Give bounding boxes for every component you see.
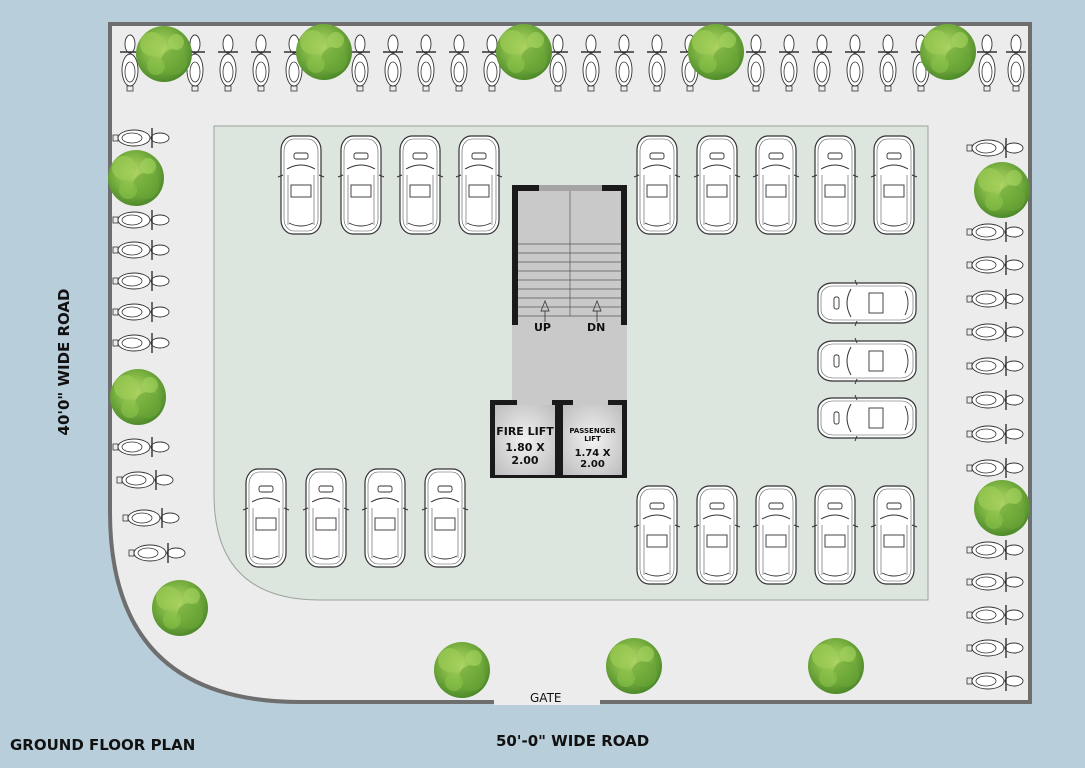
cars-bottom-right: [633, 485, 918, 585]
left-road-label: 40'0" WIDE ROAD: [55, 288, 73, 436]
cars-top-right: [633, 135, 918, 235]
passenger-lift: PASSENGER LIFT 1.74 X 2.00: [561, 427, 624, 470]
fire-lift: FIRE LIFT 1.80 X 2.00: [493, 425, 557, 467]
bottom-road-label: 50'-0" WIDE ROAD: [496, 732, 650, 750]
staircase: [512, 185, 627, 400]
passenger-lift-size: 1.74 X 2.00: [574, 448, 611, 470]
cars-side-right: [817, 279, 917, 442]
fire-lift-size: 1.80 X 2.00: [505, 441, 545, 467]
gate-label: GATE: [530, 691, 562, 705]
up-arrow-icon: [540, 299, 550, 322]
passenger-lift-name: PASSENGER LIFT: [569, 427, 616, 443]
plan-title: GROUND FLOOR PLAN: [10, 736, 196, 754]
fire-lift-name: FIRE LIFT: [496, 425, 554, 438]
stair-up-label: UP: [534, 321, 551, 334]
down-arrow-icon: [592, 299, 602, 322]
gate-opening: [494, 699, 600, 705]
stair-down-label: DN: [587, 321, 606, 334]
lift-core: [490, 400, 627, 478]
